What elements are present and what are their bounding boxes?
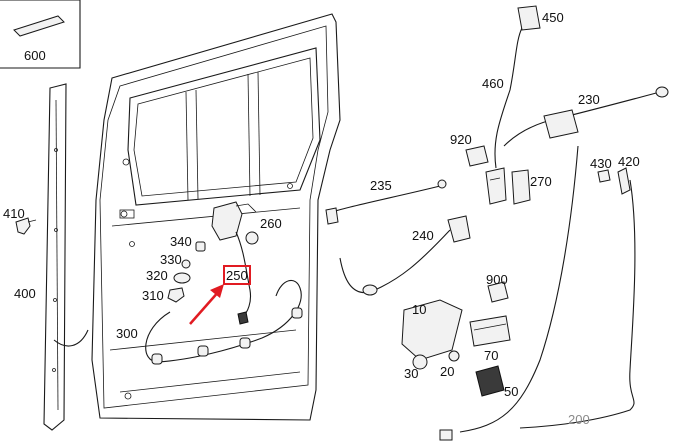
highlight-arrow-shaft <box>189 289 221 325</box>
screw-part-430 <box>597 169 611 183</box>
knob-part-260 <box>245 231 259 245</box>
label-310: 310 <box>142 288 164 303</box>
cable-part-235 <box>325 179 447 225</box>
bracket-part-10 <box>401 299 463 361</box>
label-200: 200 <box>568 412 590 427</box>
part-labels: 600 410 400 300 340 330 320 310 260 250 … <box>3 10 640 427</box>
label-300: 300 <box>116 326 138 341</box>
label-70: 70 <box>484 348 498 363</box>
highlight-250 <box>189 265 251 325</box>
bracket-part-310 <box>167 287 185 303</box>
cap-part-30 <box>412 354 428 370</box>
cap-part-20 <box>448 350 460 362</box>
latch-assembly <box>485 27 531 205</box>
small-parts-left <box>167 241 206 303</box>
label-250: 250 <box>226 268 248 283</box>
highlight-box <box>223 265 251 285</box>
pad-part-600 <box>13 15 65 37</box>
label-10: 10 <box>412 302 426 317</box>
label-430: 430 <box>590 156 612 171</box>
bracket-part-420 <box>617 167 631 195</box>
label-50: 50 <box>504 384 518 399</box>
label-410: 410 <box>3 206 25 221</box>
label-460: 460 <box>482 76 504 91</box>
label-450: 450 <box>542 10 564 25</box>
connector-plug <box>237 311 249 325</box>
label-330: 330 <box>160 252 182 267</box>
label-900: 900 <box>486 272 508 287</box>
label-230: 230 <box>578 92 600 107</box>
cable-part-200 <box>439 145 636 441</box>
label-420: 420 <box>618 154 640 169</box>
bolt-part-410 <box>15 217 37 235</box>
label-260: 260 <box>260 216 282 231</box>
bracket-part-240 <box>447 215 471 243</box>
label-320: 320 <box>146 268 168 283</box>
label-340: 340 <box>170 234 192 249</box>
clip-part-340 <box>195 241 206 252</box>
highlight-arrow-head <box>210 284 224 298</box>
wiring-harness-300 <box>145 279 303 365</box>
inset-box-600 <box>0 0 81 69</box>
cable-part-230 <box>503 86 669 147</box>
label-920: 920 <box>450 132 472 147</box>
module-part-70 <box>469 315 511 347</box>
label-270: 270 <box>530 174 552 189</box>
label-20: 20 <box>440 364 454 379</box>
plate-part-320 <box>173 272 191 284</box>
lock-part-250-body <box>211 201 243 241</box>
motor-part-50 <box>475 365 505 397</box>
latch-part-270 <box>511 169 531 205</box>
rail-part-400 <box>43 83 89 431</box>
pin-part-330 <box>181 259 191 269</box>
label-235: 235 <box>370 178 392 193</box>
pad-part-900 <box>487 281 509 303</box>
door-panel <box>91 13 341 421</box>
label-400: 400 <box>14 286 36 301</box>
label-30: 30 <box>404 366 418 381</box>
cable-part-240 <box>339 215 471 296</box>
pad-part-920 <box>465 145 489 167</box>
label-240: 240 <box>412 228 434 243</box>
latch-part-450 <box>517 5 541 31</box>
label-600: 600 <box>24 48 46 63</box>
lock-module-cluster <box>211 201 259 325</box>
